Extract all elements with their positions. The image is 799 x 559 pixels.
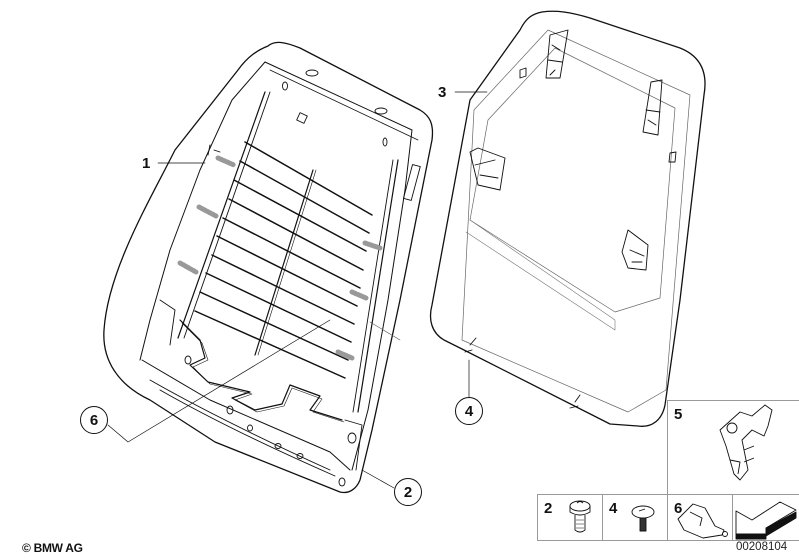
rear-panel-drawing xyxy=(429,10,706,427)
expanding-rivet-icon xyxy=(631,505,655,532)
clip-icon xyxy=(677,503,728,539)
legend-label-2: 2 xyxy=(544,500,553,517)
callout-4: 4 xyxy=(455,397,483,425)
legend-label-6: 6 xyxy=(674,500,683,517)
legend-cell-rivet: 4 xyxy=(602,494,668,541)
leader-lines xyxy=(107,91,488,489)
detail-box-5-label: 5 xyxy=(674,406,683,423)
screw-icon xyxy=(569,500,591,533)
copyright-notice: © BMW AG xyxy=(22,541,83,555)
callout-2: 2 xyxy=(394,478,422,506)
callout-1: 1 xyxy=(142,155,151,172)
backrest-frame-drawing xyxy=(103,41,434,494)
callout-6: 6 xyxy=(80,406,108,434)
legend-cell-screw: 2 xyxy=(537,494,603,541)
direction-arrow-icon xyxy=(735,501,797,540)
legend-label-4: 4 xyxy=(609,500,618,517)
diagram-part-number: 00208104 xyxy=(736,541,788,553)
detail-5-part-icon xyxy=(719,404,773,481)
detail-box-5: 5 xyxy=(667,400,799,495)
callout-3: 3 xyxy=(438,84,447,101)
